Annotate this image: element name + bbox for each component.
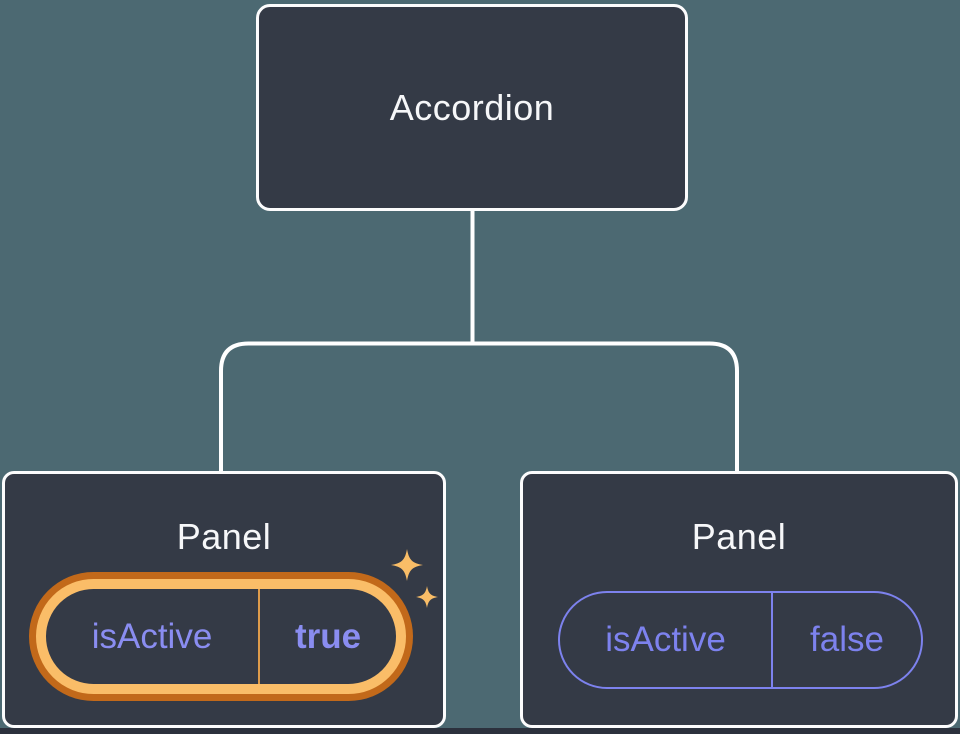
panel-label: Panel	[691, 516, 787, 557]
root-node-accordion: Accordion	[256, 4, 688, 211]
state-pill-inactive: isActive false	[558, 591, 923, 689]
connector-branch	[219, 341, 739, 472]
pill-divider	[258, 589, 260, 684]
panel-node-active: Panel isActive true	[2, 471, 446, 728]
state-value-label: false	[810, 620, 884, 659]
panel-node-inactive: Panel isActive false	[520, 471, 958, 728]
pill-divider	[771, 593, 773, 687]
sparkles-icon	[391, 549, 438, 608]
state-pill-active: isActive true	[36, 579, 406, 694]
sparkle-small	[416, 586, 438, 608]
state-key-label: isActive	[605, 620, 726, 659]
bottom-edge-strip	[0, 728, 960, 734]
sparkle-large	[391, 549, 423, 581]
panel-label: Panel	[176, 516, 272, 557]
state-key-label: isActive	[91, 616, 213, 656]
state-value-label: true	[294, 616, 362, 656]
root-node-label: Accordion	[389, 86, 555, 128]
